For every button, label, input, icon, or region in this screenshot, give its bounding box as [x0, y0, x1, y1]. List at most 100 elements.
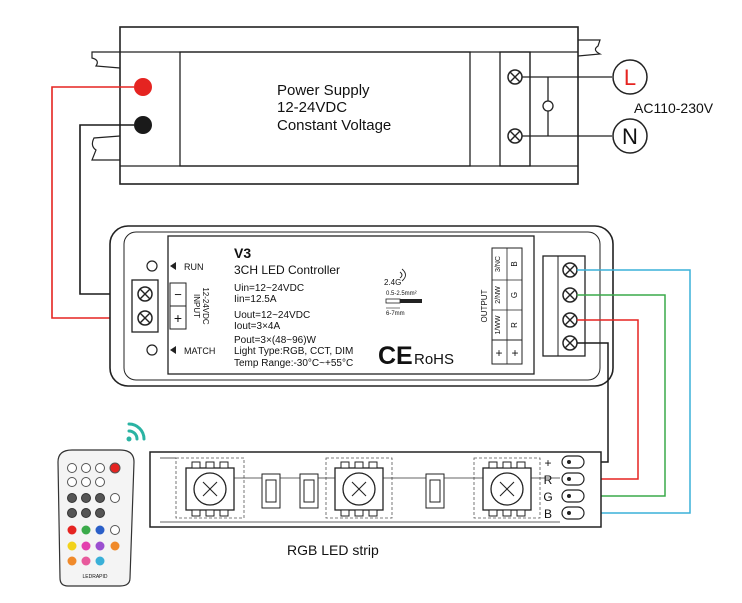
- wire-green: [577, 294, 666, 497]
- input-label: INPUT: [192, 294, 201, 318]
- led-chip-3: [473, 457, 541, 519]
- wire-red: [577, 319, 639, 480]
- remote-color-red-button[interactable]: [67, 525, 77, 535]
- out-label-b: B: [510, 261, 519, 266]
- ac-l-letter: L: [624, 65, 636, 90]
- remote-button[interactable]: [81, 463, 91, 473]
- input-screw-positive: [137, 310, 153, 326]
- remote-button[interactable]: [95, 508, 105, 518]
- out-label-r: R: [510, 322, 519, 328]
- remote-button[interactable]: [110, 493, 120, 503]
- wire-blue: [577, 269, 691, 514]
- spec-temp-range: Temp Range:-30°C~+55°C: [234, 358, 353, 369]
- remote-button[interactable]: [81, 477, 91, 487]
- remote-color-cyan-button[interactable]: [95, 556, 105, 566]
- ps-line1: Power Supply: [277, 82, 370, 99]
- resistor-3: [425, 473, 445, 509]
- remote-color-orange-button[interactable]: [110, 541, 120, 551]
- wire-gauge-label: 0.5-2.5mm²: [386, 291, 417, 297]
- remote-button[interactable]: [67, 463, 77, 473]
- bridge-node: [542, 100, 554, 112]
- output-screw-plus: [562, 335, 578, 351]
- out-label-plus-2: +: [511, 346, 518, 360]
- wireless-signal-icon: [126, 422, 146, 442]
- spec-iout: Iout=3×4A: [234, 321, 280, 332]
- dc-negative-terminal: [134, 116, 152, 134]
- spec-light-type: Light Type:RGB, CCT, DIM: [234, 346, 353, 357]
- remote-button[interactable]: [95, 477, 105, 487]
- output-label: OUTPUT: [480, 289, 489, 322]
- remote-button[interactable]: [95, 493, 105, 503]
- strip-pad-b: [561, 506, 585, 520]
- mount-tab-left-bottom: [91, 135, 121, 161]
- power-supply: Power Supply 12-24VDC Constant Voltage: [91, 26, 603, 185]
- mount-tab-right: [577, 39, 603, 57]
- input-plus: +: [174, 310, 182, 326]
- remote-brand: LEDRAPID: [82, 574, 107, 580]
- power-supply-body: [119, 26, 579, 185]
- remote-button[interactable]: [67, 508, 77, 518]
- ac-n-letter: N: [622, 124, 638, 149]
- ac-l-symbol: [612, 59, 648, 95]
- strip-traces: [160, 457, 560, 523]
- remote-power-button[interactable]: [109, 462, 121, 474]
- mount-tab-left-top: [91, 51, 121, 69]
- run-arrow-icon: [170, 262, 176, 270]
- controller-label-panel: [167, 235, 535, 375]
- remote-color-magenta-button[interactable]: [81, 541, 91, 551]
- remote-button[interactable]: [95, 463, 105, 473]
- wire-dc-positive: [51, 86, 137, 319]
- led-chip-2: [325, 457, 393, 519]
- remote-button[interactable]: [81, 493, 91, 503]
- terminal-screw-n: [507, 128, 523, 144]
- remote-control: LEDRAPID: [57, 449, 135, 587]
- out-label-3nc: 3/NC: [495, 256, 502, 272]
- run-label: RUN: [184, 262, 204, 272]
- remote-color-blue-button[interactable]: [95, 525, 105, 535]
- strip-pad-g: [561, 489, 585, 503]
- spec-pout: Pout=3×(48~96)W: [234, 335, 317, 346]
- rohs-mark: RoHS: [414, 351, 454, 368]
- output-screw-b: [562, 262, 578, 278]
- ce-mark: CE: [378, 342, 413, 370]
- strip-pad-plus: [561, 455, 585, 469]
- led-strip: + R G B: [149, 451, 602, 528]
- resistor-2: [299, 473, 319, 509]
- ps-line2: 12-24VDC: [277, 99, 347, 116]
- remote-color-white-button[interactable]: [110, 525, 120, 535]
- ac-voltage-label: AC110-230V: [634, 100, 714, 116]
- rf-label: 2.4G: [384, 278, 401, 287]
- led-chip-1: [175, 457, 245, 519]
- led-strip-caption: RGB LED strip: [287, 542, 379, 558]
- terminal-screw-l: [507, 69, 523, 85]
- remote-color-purple-button[interactable]: [95, 541, 105, 551]
- out-label-g: G: [510, 292, 519, 298]
- controller-model: V3: [234, 245, 251, 261]
- wire-strip-icon: [385, 298, 422, 309]
- strip-label-g: G: [543, 490, 552, 504]
- dc-positive-terminal: [134, 78, 152, 96]
- input-voltage: 12-24VDC: [201, 287, 210, 325]
- out-label-1ww: 1/WW: [495, 315, 502, 334]
- ac-n-symbol: [612, 118, 648, 154]
- wire-dc-negative: [79, 124, 137, 295]
- remote-color-pink-button[interactable]: [81, 556, 91, 566]
- remote-color-green-button[interactable]: [81, 525, 91, 535]
- spec-uout: Uout=12~24VDC: [234, 310, 310, 321]
- out-label-plus-1: +: [495, 346, 502, 360]
- remote-button[interactable]: [67, 493, 77, 503]
- out-label-2nw: 2/NW: [495, 286, 502, 304]
- strip-label-b: B: [544, 507, 552, 521]
- remote-color-yellow-button[interactable]: [67, 541, 77, 551]
- match-button[interactable]: [146, 344, 158, 356]
- remote-color-orange2-button[interactable]: [67, 556, 77, 566]
- power-supply-label-panel: [179, 51, 471, 167]
- output-screw-r: [562, 312, 578, 328]
- strip-length-label: 6-7mm: [386, 311, 405, 317]
- remote-button[interactable]: [81, 508, 91, 518]
- remote-body: [57, 449, 135, 587]
- run-led: [146, 260, 158, 272]
- remote-button[interactable]: [67, 477, 77, 487]
- match-arrow-icon: [170, 346, 176, 354]
